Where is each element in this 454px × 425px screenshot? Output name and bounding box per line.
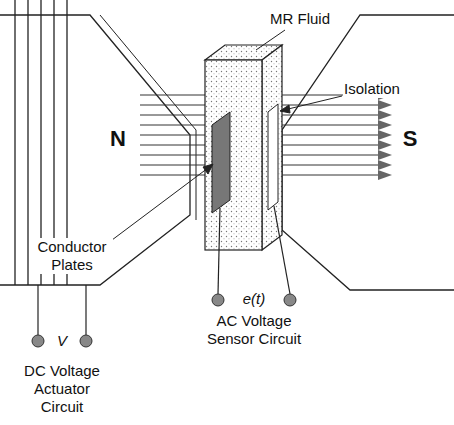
conductor-plate (212, 112, 230, 213)
signal-label: e(t) (242, 290, 267, 308)
leader-lines (112, 30, 342, 240)
part-label: Isolation (343, 80, 401, 98)
field-lines (282, 95, 380, 175)
north-pole (0, 15, 190, 285)
field-lines (140, 95, 205, 175)
terminal (80, 335, 92, 347)
terminal (32, 335, 44, 347)
part-label: MR Fluid (269, 10, 331, 28)
actuator-wires (38, 285, 86, 335)
isolation-plate (268, 104, 278, 210)
circuit-label: AC Voltage Sensor Circuit (196, 312, 313, 348)
terminal (284, 294, 296, 306)
field-arrowheads (378, 90, 392, 180)
part-label: Conductor Plates (31, 238, 113, 274)
south-pole (282, 15, 454, 290)
pole-label: S (402, 126, 419, 152)
sensor-wires (218, 206, 290, 294)
pole-edge (100, 15, 196, 220)
mr-fluid-block (205, 45, 282, 250)
terminal (212, 294, 224, 306)
pole-label: N (109, 126, 127, 152)
signal-label: V (56, 332, 68, 350)
circuit-label: DC Voltage Actuator Circuit (16, 362, 108, 416)
